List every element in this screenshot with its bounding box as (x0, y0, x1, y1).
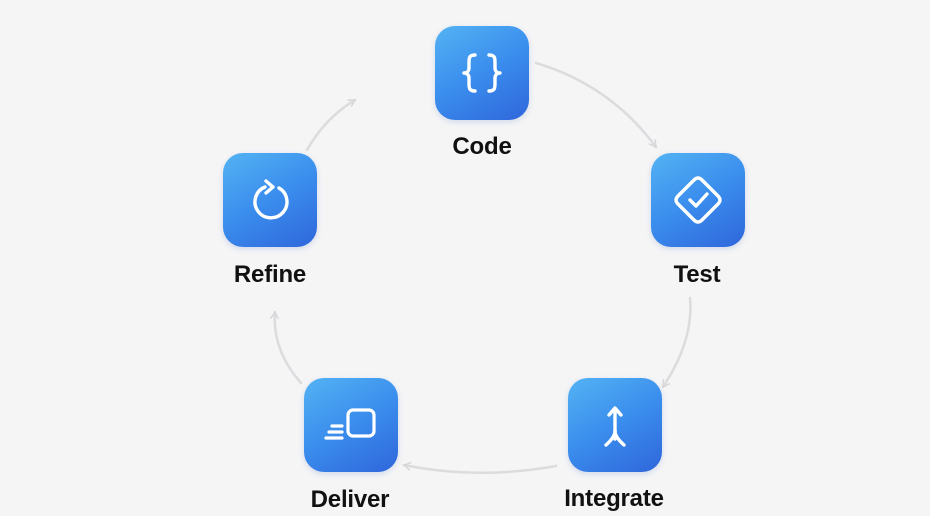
refine-label: Refine (233, 261, 307, 288)
curly-braces-icon (462, 53, 502, 93)
code-node (435, 26, 529, 120)
test-label: Test (673, 261, 721, 288)
refresh-arrow-icon (253, 179, 289, 220)
arrow-refine-to-code (305, 98, 357, 152)
arrow-code-to-test (534, 61, 658, 149)
test-node (651, 153, 745, 247)
deliver-label: Deliver (310, 486, 390, 513)
arrow-deliver-to-refine (270, 310, 303, 385)
integrate-node (568, 378, 662, 472)
deliver-node (304, 378, 398, 472)
code-label: Code (452, 133, 512, 160)
fast-forward-box-icon (324, 408, 376, 440)
refine-node (223, 153, 317, 247)
diamond-check-icon (674, 176, 722, 224)
arrow-integrate-to-deliver (402, 462, 558, 474)
integrate-label: Integrate (564, 485, 664, 512)
merge-arrow-icon (604, 406, 626, 447)
arrow-test-to-integrate (661, 296, 692, 389)
